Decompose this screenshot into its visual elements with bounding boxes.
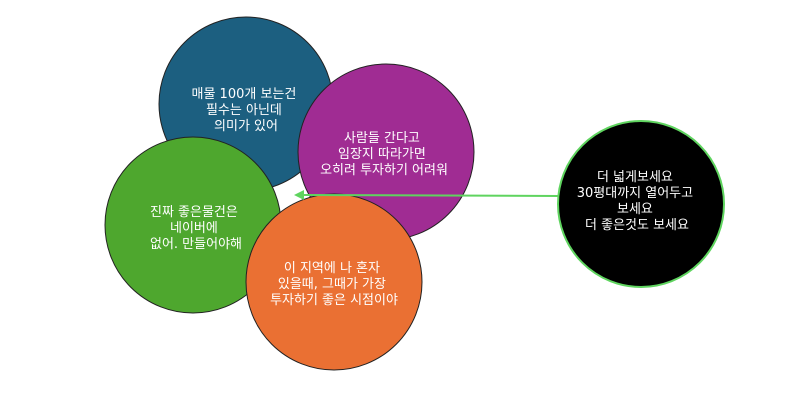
bubble-good-property-line-1: 진짜 좋은물건은 [150, 205, 238, 220]
bubble-listings-line-3: 의미가 있어 [214, 119, 278, 134]
bubble-alone-in-area-line-2: 있을때, 그때가 가장 [278, 277, 386, 292]
bubble-alone-in-area-circle [245, 193, 423, 371]
bubble-alone-in-area-line-1: 이 지역에 나 혼자 [284, 261, 380, 276]
connector-arrow [294, 190, 560, 200]
bubble-alone-in-area-line-3: 투자하기 좋은 시점이야 [270, 293, 398, 308]
bubble-good-property: 진짜 좋은물건은 네이버에 없어. 만들어야해 [104, 136, 282, 314]
bubble-look-wider-line-1: 더 넓게보세요 [597, 170, 673, 185]
bubble-look-wider: 더 넓게보세요 30평대까지 열어두고 보세요 더 좋은것도 보세요 [557, 120, 725, 288]
bubble-look-wider-text: 더 넓게보세요 30평대까지 열어두고 보세요 더 좋은것도 보세요 [577, 170, 698, 233]
bubble-field-trip-line-2: 임장지 따라가면 [338, 147, 426, 162]
connector-arrowhead [294, 190, 304, 200]
bubble-look-wider-circle [557, 120, 725, 288]
bubble-alone-in-area-text: 이 지역에 나 혼자 있을때, 그때가 가장 투자하기 좋은 시점이야 [270, 261, 398, 308]
bubble-good-property-line-3: 없어. 만들어야해 [150, 237, 242, 252]
connector-line [303, 194, 560, 197]
bubble-alone-in-area: 이 지역에 나 혼자 있을때, 그때가 가장 투자하기 좋은 시점이야 [245, 193, 423, 371]
bubble-field-trip-line-3: 오히려 투자하기 어려워 [320, 163, 448, 178]
bubble-listings-line-2: 필수는 아닌데 [206, 103, 282, 118]
bubble-field-trip-line-1: 사람들 간다고 [344, 131, 420, 146]
bubble-look-wider-line-3: 보세요 [617, 202, 653, 217]
bubble-look-wider-line-2: 30평대까지 열어두고 [577, 186, 693, 201]
bubble-listings-line-1: 매물 100개 보는건 [192, 87, 297, 102]
bubble-look-wider-line-4: 더 좋은것도 보세요 [585, 218, 689, 233]
bubble-good-property-text: 진짜 좋은물건은 네이버에 없어. 만들어야해 [150, 205, 242, 252]
bubble-field-trip-text: 사람들 간다고 임장지 따라가면 오히려 투자하기 어려워 [320, 131, 448, 178]
bubble-listings-text: 매물 100개 보는건 필수는 아닌데 의미가 있어 [192, 87, 301, 134]
bubble-good-property-line-2: 네이버에 [170, 221, 218, 236]
